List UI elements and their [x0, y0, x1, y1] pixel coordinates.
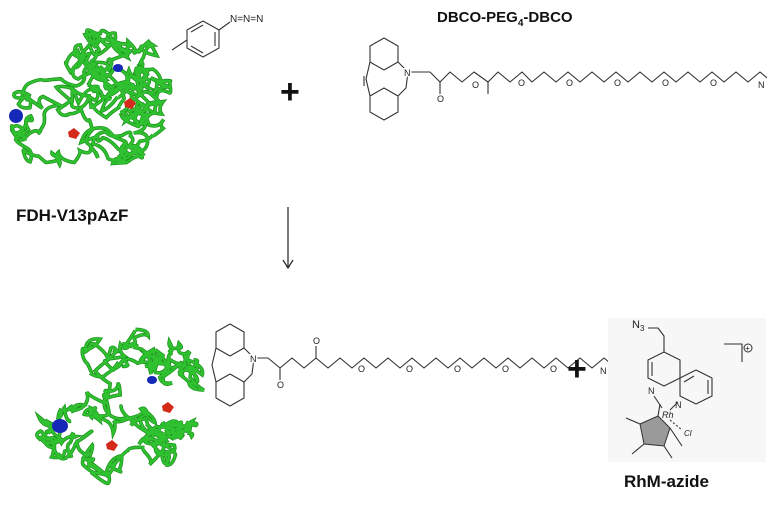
positive-charge-icon — [743, 343, 753, 353]
linker-atom-label: O — [472, 80, 479, 90]
dbco-peg4-dbco-structure: NNOOOOOOOOOOOOOONNOONN — [363, 37, 767, 121]
linker-atom-label: O — [277, 380, 284, 390]
fdh-protein-ribbon — [9, 28, 173, 169]
dbco-left-ring — [363, 37, 409, 121]
linker-atom-label: O — [502, 364, 509, 374]
linker-atom-label: O — [662, 78, 669, 88]
complex-label: RhM-azide — [624, 472, 709, 491]
linker-atom-label: O — [710, 78, 717, 88]
linker-atom-label: O — [566, 78, 573, 88]
linker-atom-label: O — [710, 78, 717, 88]
linker-atom-label: O — [406, 364, 413, 374]
linker-title: DBCO-PEG4-DBCO — [437, 9, 573, 29]
protein-ribbon — [35, 328, 205, 485]
linker-atom-label: N — [250, 354, 257, 364]
azide-group-label: N=N=N — [230, 14, 263, 25]
plus-sign-bottom: + — [567, 350, 587, 388]
linker-atom-label: N — [600, 366, 607, 376]
linker-atom-label: N — [758, 80, 765, 90]
linker-atom-label: O — [313, 336, 320, 346]
chloride-label: Cl — [684, 429, 692, 438]
azide-n-label: N3 — [632, 319, 645, 333]
active-site-marker — [106, 440, 118, 451]
dbco-left-ring-bottom — [211, 323, 255, 407]
active-site-marker — [162, 402, 174, 413]
blue-residue-marker — [9, 109, 23, 123]
reaction-arrow — [282, 207, 294, 270]
pyridine-n-left: N — [648, 386, 655, 396]
linker-title-subscript: 4 — [518, 18, 524, 29]
linker-atom-label: O — [518, 78, 525, 88]
azidophenyl-group: N=N=N — [171, 14, 263, 58]
linker-atom-label: N — [404, 68, 411, 78]
linker-atom-label: N — [600, 366, 607, 376]
active-site-marker — [124, 98, 136, 109]
linker-atom-label: O — [472, 80, 479, 90]
linker-atom-label: O — [454, 364, 461, 374]
azide-n-subscript: 3 — [640, 324, 645, 333]
linker-title-main: DBCO-PEG — [437, 9, 518, 26]
fdh-protein-conjugate-ribbon — [34, 327, 205, 486]
linker-atom-label: O — [662, 78, 669, 88]
linker-atom-label: O — [437, 94, 444, 104]
plus-sign-top: + — [280, 73, 300, 111]
linker-atom-label: N — [250, 354, 257, 364]
charge-label: + — [745, 344, 750, 353]
cp-star-ring — [625, 403, 683, 459]
linker-atom-label: O — [454, 364, 461, 374]
linker-atom-label: O — [614, 78, 621, 88]
rh-complex-structure: N3 N N Rh Cl + — [608, 318, 766, 462]
linker-atom-label: O — [550, 364, 557, 374]
linker-atom-label: O — [518, 78, 525, 88]
protein-label: FDH-V13pAzF — [16, 206, 128, 225]
linker-atom-label: O — [437, 94, 444, 104]
blue-residue-marker — [52, 419, 68, 433]
pyridine-n-right: N — [675, 400, 682, 410]
linker-atom-label: N — [404, 68, 411, 78]
linker-atom-label: O — [358, 364, 365, 374]
active-site-marker — [68, 128, 80, 139]
protein-ribbon — [10, 28, 172, 168]
blue-residue-marker — [147, 376, 157, 384]
linker-title-tail: -DBCO — [523, 9, 572, 26]
linker-atom-label: O — [313, 336, 320, 346]
linker-atom-label: O — [277, 380, 284, 390]
linker-atom-label: O — [614, 78, 621, 88]
linker-atom-label: O — [406, 364, 413, 374]
rhodium-label: Rh — [662, 410, 674, 420]
blue-residue-marker — [113, 64, 123, 72]
linker-atom-label: O — [550, 364, 557, 374]
linker-atom-label: N — [758, 80, 765, 90]
azide-n: N — [632, 319, 640, 331]
linker-atom-label: O — [502, 364, 509, 374]
linker-atom-label: O — [566, 78, 573, 88]
linker-atom-label: O — [358, 364, 365, 374]
